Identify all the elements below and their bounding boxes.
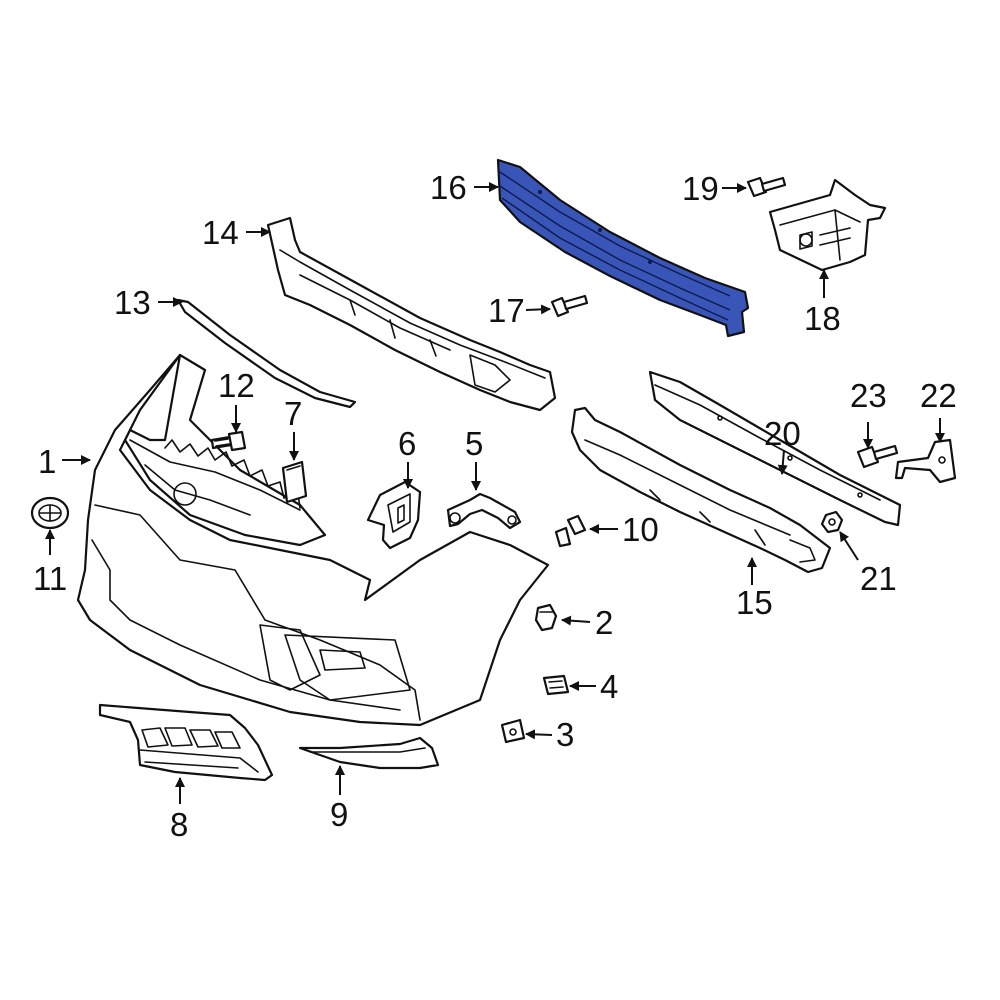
part-molding-strip-13[interactable] bbox=[176, 298, 357, 409]
part-emblem[interactable] bbox=[30, 496, 70, 530]
callout-12: 12 bbox=[218, 367, 255, 404]
part-nut-21[interactable] bbox=[820, 510, 844, 534]
callout-10: 10 bbox=[622, 511, 659, 548]
part-bolt-17[interactable] bbox=[550, 294, 589, 318]
callout-3: 3 bbox=[556, 716, 574, 753]
part-nut-3[interactable] bbox=[500, 718, 526, 744]
part-clip-7[interactable] bbox=[281, 460, 308, 504]
part-bracket-5[interactable] bbox=[446, 492, 522, 530]
callout-9: 9 bbox=[330, 796, 348, 833]
callout-23: 23 bbox=[850, 377, 887, 414]
part-bumper-cover[interactable] bbox=[76, 353, 550, 727]
part-bolt-12[interactable] bbox=[210, 430, 247, 452]
leader-lines bbox=[45, 182, 945, 804]
callout-20: 20 bbox=[764, 415, 801, 452]
callout-7: 7 bbox=[284, 395, 302, 432]
part-grille-8[interactable] bbox=[98, 703, 274, 782]
callout-1: 1 bbox=[38, 443, 56, 480]
part-push-clip-2[interactable] bbox=[534, 603, 558, 632]
part-bracket-22[interactable] bbox=[894, 438, 957, 484]
part-energy-absorber-14[interactable] bbox=[266, 216, 557, 412]
callout-14: 14 bbox=[202, 214, 239, 251]
part-reinforcement-16[interactable] bbox=[496, 158, 750, 338]
callout-22: 22 bbox=[920, 377, 957, 414]
callout-21: 21 bbox=[860, 560, 897, 597]
part-bar-20[interactable] bbox=[648, 370, 902, 527]
callout-13: 13 bbox=[114, 284, 151, 321]
callout-11: 11 bbox=[33, 560, 67, 597]
callout-16: 16 bbox=[430, 169, 467, 206]
callout-6: 6 bbox=[398, 425, 416, 462]
callout-2: 2 bbox=[595, 604, 613, 641]
callout-19: 19 bbox=[682, 170, 719, 207]
callout-18: 18 bbox=[804, 300, 841, 337]
part-clip-4[interactable] bbox=[542, 674, 570, 696]
part-bracket-assembly-18[interactable] bbox=[768, 178, 887, 272]
callout-8: 8 bbox=[170, 806, 188, 843]
callout-15: 15 bbox=[736, 584, 773, 621]
part-lower-molding-9[interactable] bbox=[298, 736, 440, 770]
callout-5: 5 bbox=[465, 425, 483, 462]
part-bolt-19[interactable] bbox=[746, 176, 787, 198]
callout-labels: 1 2 3 4 5 6 7 8 9 10 11 12 13 14 15 16 1… bbox=[33, 169, 957, 843]
part-bolt-23[interactable] bbox=[856, 444, 899, 469]
part-bolt-10[interactable] bbox=[554, 514, 587, 548]
callout-17: 17 bbox=[488, 292, 525, 329]
callout-4: 4 bbox=[600, 668, 618, 705]
part-bracket-6[interactable] bbox=[366, 480, 422, 550]
part-lower-absorber-15[interactable] bbox=[570, 406, 832, 574]
